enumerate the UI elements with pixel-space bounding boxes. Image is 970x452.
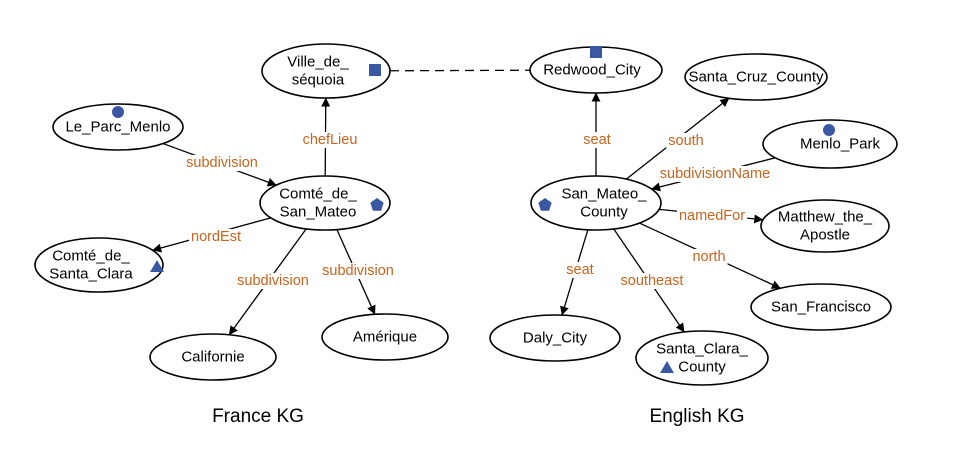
santa-clara-county-triangle-icon [660, 361, 674, 373]
node-label-line: County [580, 204, 628, 221]
node-label-line: Apostle [800, 227, 850, 244]
node-label-line: Californie [181, 349, 244, 366]
node-ellipse [489, 314, 621, 362]
e-subdivision-menlo-label: subdivision [186, 155, 258, 171]
node-ellipse [52, 103, 184, 151]
node-ville-de-sequoia: Ville_de_séquoia [261, 43, 391, 99]
e-seat-redwood-label-bg [581, 132, 613, 148]
node-label-line: Matthew_the_ [778, 209, 873, 226]
comte-de-santa-clara-triangle-icon [150, 260, 164, 272]
node-ellipse [530, 175, 662, 231]
e-subdivision-californie-label-bg [235, 273, 311, 289]
france-kg-title: France KG [212, 406, 304, 427]
e-subdivisionName-label: subdivisionName [660, 166, 770, 182]
node-ellipse [34, 237, 164, 293]
e-north-label: north [692, 249, 725, 265]
node-ellipse [259, 175, 391, 231]
node-label-line: séquoia [292, 72, 345, 89]
node-label-line: Redwood_City [543, 62, 641, 79]
node-san-mateo-county: San_Mateo_County [530, 175, 662, 231]
e-chefLieu-label: chefLieu [303, 132, 358, 148]
e-subdivision-amerique-label-bg [320, 263, 396, 279]
node-ellipse [261, 43, 391, 99]
node-ellipse [684, 53, 828, 101]
node-label-line: Santa_Clara_ [656, 341, 748, 358]
e-seat-daly-label-bg [564, 262, 596, 278]
node-label-line: County [678, 359, 726, 376]
menlo-park-circle-icon [823, 124, 835, 136]
e-seat-redwood-label: seat [583, 132, 610, 148]
e-subdivision-menlo-label-bg [184, 155, 260, 171]
node-ellipse [149, 333, 277, 381]
node-ellipse [321, 313, 449, 361]
node-amerique: Amérique [321, 313, 449, 361]
e-south-label-bg [666, 133, 706, 149]
node-ellipse [760, 199, 890, 253]
comte-de-san-mateo-pentagon-icon [370, 198, 384, 211]
node-santa-clara-county: Santa_Clara_County [635, 330, 769, 386]
nodes: Ville_de_séquoiaLe_Parc_MenloComté_de_Sa… [34, 43, 898, 386]
node-san-francisco: San_Francisco [750, 283, 892, 331]
e-chefLieu-label-bg [300, 132, 360, 148]
node-label-line: Santa_Cruz_County [688, 69, 824, 86]
node-label-line: Comté_de_ [52, 248, 130, 265]
node-le-parc-menlo: Le_Parc_Menlo [52, 103, 184, 151]
node-label-line: Comté_de_ [279, 186, 357, 203]
english-kg-title: English KG [649, 406, 744, 427]
node-label-line: Ville_de_ [287, 54, 349, 71]
node-label-line: San_Mateo_ [561, 186, 647, 203]
node-label-line: Amérique [353, 329, 417, 346]
e-south-label: south [668, 133, 703, 149]
e-nordEst-label-bg [189, 229, 243, 245]
e-subdivisionName-label-bg [657, 166, 773, 182]
node-label-line: San_Francisco [771, 299, 871, 316]
e-north-label-bg [690, 249, 728, 265]
kg-titles: France KG English KG [212, 406, 744, 427]
node-daly-city: Daly_City [489, 314, 621, 362]
equivalence-links [389, 69, 531, 72]
node-label-line: Santa_Clara [49, 266, 133, 283]
node-redwood-city: Redwood_City [529, 46, 663, 94]
node-ellipse [762, 119, 898, 169]
ville-de-sequoia-square-icon [369, 64, 381, 76]
e-subdivision-californie-label: subdivision [237, 273, 309, 289]
e-namedFor-label-bg [676, 208, 748, 224]
node-label-line: Menlo_Park [800, 136, 881, 153]
node-comte-de-san-mateo: Comté_de_San_Mateo [259, 175, 391, 231]
edges: chefLieu subdivision nordEst subdivision sub… [152, 92, 781, 336]
e-seat-daly-label: seat [566, 262, 593, 278]
node-ellipse [750, 283, 892, 331]
eq-sequoia-redwood-dashed-link [389, 69, 531, 72]
e-subdivision-amerique-label: subdivision [322, 263, 394, 279]
node-label-line: Le_Parc_Menlo [65, 119, 170, 136]
node-santa-cruz-county: Santa_Cruz_County [684, 53, 828, 101]
node-menlo-park: Menlo_Park [762, 119, 898, 169]
redwood-city-square-icon [590, 46, 602, 58]
e-nordEst-label: nordEst [191, 229, 241, 245]
node-matthew-the-apostle: Matthew_the_Apostle [760, 199, 890, 253]
node-comte-de-santa-clara: Comté_de_Santa_Clara [34, 237, 164, 293]
e-namedFor-label: namedFor [679, 208, 745, 224]
node-californie: Californie [149, 333, 277, 381]
le-parc-menlo-circle-icon [112, 106, 124, 118]
node-label-line: San_Mateo [280, 204, 357, 221]
e-southeast-label-bg [618, 273, 686, 289]
e-southeast-label: southeast [621, 273, 684, 289]
node-label-line: Daly_City [523, 330, 588, 347]
san-mateo-county-pentagon-icon [538, 198, 552, 211]
